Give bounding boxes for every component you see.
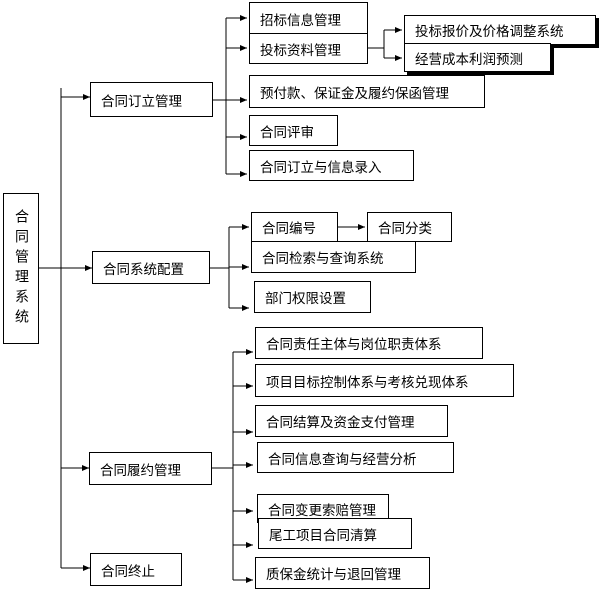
node-contract-category: 合同分类 xyxy=(367,212,452,242)
node-system-config-label: 合同系统配置 xyxy=(103,261,184,278)
node-contract-signing-label: 合同订立管理 xyxy=(101,93,182,110)
node-permissions: 部门权限设置 xyxy=(254,281,371,313)
node-bid-pricing: 投标报价及价格调整系统 xyxy=(404,15,596,45)
node-closeout: 尾工项目合同清算 xyxy=(258,518,412,549)
node-prepayment: 预付款、保证金及履约保函管理 xyxy=(249,75,485,108)
node-info-analysis-label: 合同信息查询与经营分析 xyxy=(268,451,417,468)
node-search-system-label: 合同检索与查询系统 xyxy=(262,251,384,267)
node-responsibility: 合同责任主体与岗位职责体系 xyxy=(255,327,483,359)
node-contract-category-label: 合同分类 xyxy=(378,221,432,237)
node-cost-forecast: 经营成本利润预测 xyxy=(404,43,551,72)
node-contract-review: 合同评审 xyxy=(249,115,338,146)
node-target-control-label: 项目目标控制体系与考核兑现体系 xyxy=(266,374,469,391)
node-prepayment-label: 预付款、保证金及履约保函管理 xyxy=(260,85,449,102)
node-contract-signing: 合同订立管理 xyxy=(90,82,213,117)
node-change-claims-label: 合同变更索赔管理 xyxy=(268,502,376,519)
node-termination: 合同终止 xyxy=(90,553,182,586)
node-settlement-label: 合同结算及资金支付管理 xyxy=(266,415,415,431)
node-signing-entry: 合同订立与信息录入 xyxy=(249,150,414,181)
node-contract-number-label: 合同编号 xyxy=(262,221,316,237)
node-bid-docs: 投标资料管理 xyxy=(249,33,368,64)
node-search-system: 合同检索与查询系统 xyxy=(251,241,416,273)
node-bid-docs-label: 投标资料管理 xyxy=(260,42,341,59)
node-tender-info-label: 招标信息管理 xyxy=(260,12,341,29)
node-retention: 质保金统计与退回管理 xyxy=(255,557,430,589)
root-node: 合同管理系统 xyxy=(3,193,39,344)
node-bid-pricing-label: 投标报价及价格调整系统 xyxy=(415,24,564,40)
node-tender-info: 招标信息管理 xyxy=(249,2,368,35)
node-target-control: 项目目标控制体系与考核兑现体系 xyxy=(255,364,514,397)
node-contract-number: 合同编号 xyxy=(251,212,338,242)
node-system-config: 合同系统配置 xyxy=(92,251,210,284)
node-settlement: 合同结算及资金支付管理 xyxy=(255,405,448,437)
node-termination-label: 合同终止 xyxy=(101,563,155,580)
node-signing-entry-label: 合同订立与信息录入 xyxy=(260,159,382,176)
root-node-label: 合同管理系统 xyxy=(13,208,29,329)
node-closeout-label: 尾工项目合同清算 xyxy=(269,527,377,544)
node-contract-review-label: 合同评审 xyxy=(260,124,314,141)
node-cost-forecast-label: 经营成本利润预测 xyxy=(415,51,523,68)
node-retention-label: 质保金统计与退回管理 xyxy=(266,567,401,583)
node-performance-mgmt: 合同履约管理 xyxy=(89,452,212,485)
node-responsibility-label: 合同责任主体与岗位职责体系 xyxy=(266,337,442,353)
node-performance-mgmt-label: 合同履约管理 xyxy=(100,462,181,479)
node-permissions-label: 部门权限设置 xyxy=(265,291,346,307)
node-info-analysis: 合同信息查询与经营分析 xyxy=(257,442,454,473)
